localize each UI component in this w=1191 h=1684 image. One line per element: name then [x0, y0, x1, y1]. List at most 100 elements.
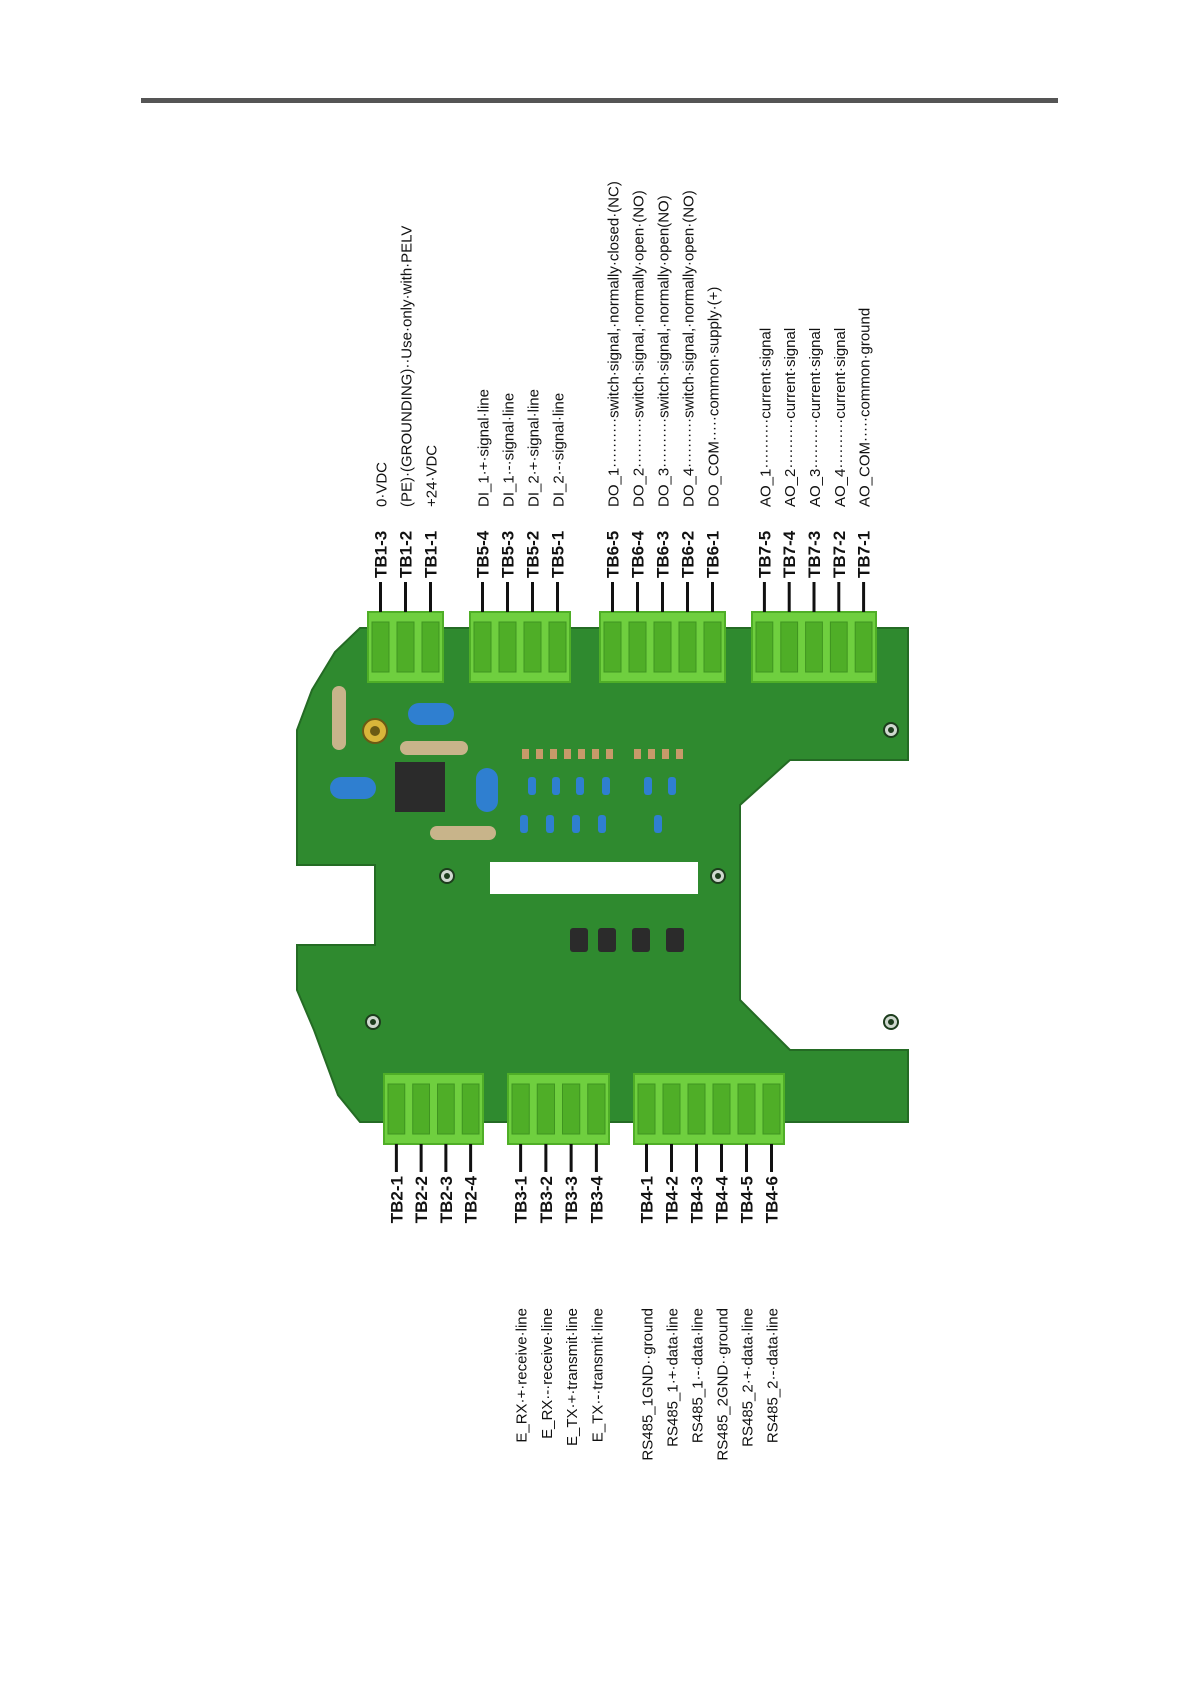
mounting-hole-center — [888, 727, 894, 733]
blue-smd — [520, 815, 528, 833]
tan-resistor — [332, 686, 346, 750]
pin-desc-tb3-3: E_TX·+·transmit·line — [564, 1308, 581, 1446]
connector-slot — [396, 621, 415, 673]
top-rule — [141, 98, 1058, 103]
blue-capacitor — [408, 703, 454, 725]
connector-slot — [536, 1083, 555, 1135]
smd-pad — [606, 749, 613, 759]
pin-id-tb1-3: TB1-3 — [372, 531, 391, 578]
trimmer-center — [370, 726, 380, 736]
tan-resistor — [430, 826, 496, 840]
pin-desc-tb7-4: AO_2··········current·signal — [782, 328, 799, 507]
pin-desc-tb4-4: RS485_2GND··ground — [715, 1308, 732, 1461]
pin-id-tb6-2: TB6-2 — [679, 531, 698, 578]
connector-slot — [637, 1083, 656, 1135]
smd-pad — [536, 749, 543, 759]
pin-desc-tb7-1: AO_COM·····common·ground — [857, 308, 874, 507]
pin-desc-tb5-3: DI_1·-·signal·line — [501, 393, 518, 507]
connector-slot — [603, 621, 622, 673]
blue-smd — [572, 815, 580, 833]
pin-id-tb6-4: TB6-4 — [629, 530, 648, 578]
mounting-hole-center — [370, 1019, 376, 1025]
blue-smd — [602, 777, 610, 795]
connector-slot — [387, 1083, 406, 1135]
smd-pad — [522, 749, 529, 759]
connector-slot — [371, 621, 390, 673]
connector-slot — [780, 621, 799, 673]
connector-slot — [703, 621, 722, 673]
pin-id-tb7-4: TB7-4 — [780, 530, 799, 578]
smd-pad — [564, 749, 571, 759]
connector-slot — [461, 1083, 480, 1135]
pin-id-tb7-5: TB7-5 — [755, 531, 774, 578]
pin-desc-tb6-1: DO_COM·····common·supply·(+) — [706, 287, 723, 507]
mounting-hole-center — [888, 1019, 894, 1025]
terminal-block-tb4 — [633, 1073, 785, 1145]
smd-pad — [662, 749, 669, 759]
pin-desc-tb5-2: DI_2·+·signal·line — [526, 389, 543, 507]
pin-desc-tb7-2: AO_4··········current·signal — [832, 328, 849, 507]
pin-desc-tb6-5: DO_1··········switch·signal,·normally·cl… — [606, 181, 623, 507]
connector-slot — [628, 621, 647, 673]
pin-desc-tb4-3: RS485_1·-·data·line — [690, 1308, 707, 1443]
connector-slot — [412, 1083, 430, 1135]
blue-capacitor — [330, 777, 376, 799]
connector-slot — [548, 621, 567, 673]
pin-id-tb5-2: TB5-2 — [524, 531, 543, 578]
pin-id-tb6-1: TB6-1 — [704, 531, 723, 578]
connector-slot — [805, 621, 823, 673]
small-chip — [666, 928, 684, 952]
small-chip — [570, 928, 588, 952]
pin-desc-tb5-1: DI_2·-·signal·line — [551, 393, 568, 507]
pin-desc-tb6-4: DO_2··········switch·signal,·normally·op… — [631, 190, 648, 507]
mounting-hole-center — [444, 873, 450, 879]
pin-id-tb7-1: TB7-1 — [855, 531, 874, 578]
connector-slot — [523, 621, 542, 673]
smd-pad — [648, 749, 655, 759]
blue-smd — [528, 777, 536, 795]
pin-desc-tb7-5: AO_1··········current·signal — [757, 328, 774, 507]
pin-desc-tb4-2: RS485_1·+·data·line — [665, 1308, 682, 1447]
connector-slot — [562, 1083, 581, 1135]
pin-desc-tb3-1: E_RX·+·receive·line — [514, 1308, 531, 1443]
main-chip — [395, 762, 445, 812]
pin-id-tb2-4: TB2-4 — [462, 1175, 481, 1223]
pin-id-tb2-2: TB2-2 — [412, 1176, 431, 1223]
pin-id-tb2-1: TB2-1 — [387, 1176, 406, 1223]
connector-slot — [678, 621, 697, 673]
connector-slot — [737, 1083, 756, 1135]
smd-pad — [578, 749, 585, 759]
connector-slot — [498, 621, 517, 673]
blue-smd — [552, 777, 560, 795]
pin-desc-tb7-3: AO_3··········current·signal — [807, 328, 824, 507]
pin-id-tb1-1: TB1-1 — [422, 531, 441, 578]
pin-id-tb3-3: TB3-3 — [562, 1176, 581, 1223]
pin-id-tb2-3: TB2-3 — [437, 1176, 456, 1223]
pin-id-tb7-3: TB7-3 — [805, 531, 824, 578]
pin-desc-tb4-5: RS485_2·+·data·line — [740, 1308, 757, 1447]
small-chip — [598, 928, 616, 952]
pcb-board — [296, 611, 909, 1145]
pin-id-tb6-5: TB6-5 — [604, 531, 623, 578]
pin-id-tb4-2: TB4-2 — [663, 1176, 682, 1223]
connector-slot — [587, 1083, 606, 1135]
pin-id-tb4-1: TB4-1 — [638, 1176, 657, 1223]
pin-id-tb4-4: TB4-4 — [713, 1175, 732, 1223]
blue-smd — [668, 777, 676, 795]
pin-desc-tb4-1: RS485_1GND··ground — [640, 1308, 657, 1461]
pin-id-tb4-6: TB4-6 — [763, 1176, 782, 1223]
pin-desc-tb6-3: DO_3··········switch·signal,·normally·op… — [656, 195, 673, 507]
pin-desc-tb1-1: +24·VDC — [424, 445, 441, 507]
connector-slot — [854, 621, 873, 673]
pin-id-tb3-2: TB3-2 — [537, 1176, 556, 1223]
pin-id-tb3-1: TB3-1 — [512, 1176, 531, 1223]
pin-id-tb3-4: TB3-4 — [587, 1175, 606, 1223]
blue-smd — [644, 777, 652, 795]
pin-id-tb4-3: TB4-3 — [688, 1176, 707, 1223]
smd-pad — [592, 749, 599, 759]
blue-smd — [546, 815, 554, 833]
pin-desc-tb6-2: DO_4··········switch·signal,·normally·op… — [681, 190, 698, 507]
smd-pad — [634, 749, 641, 759]
blue-smd — [576, 777, 584, 795]
small-chip — [632, 928, 650, 952]
